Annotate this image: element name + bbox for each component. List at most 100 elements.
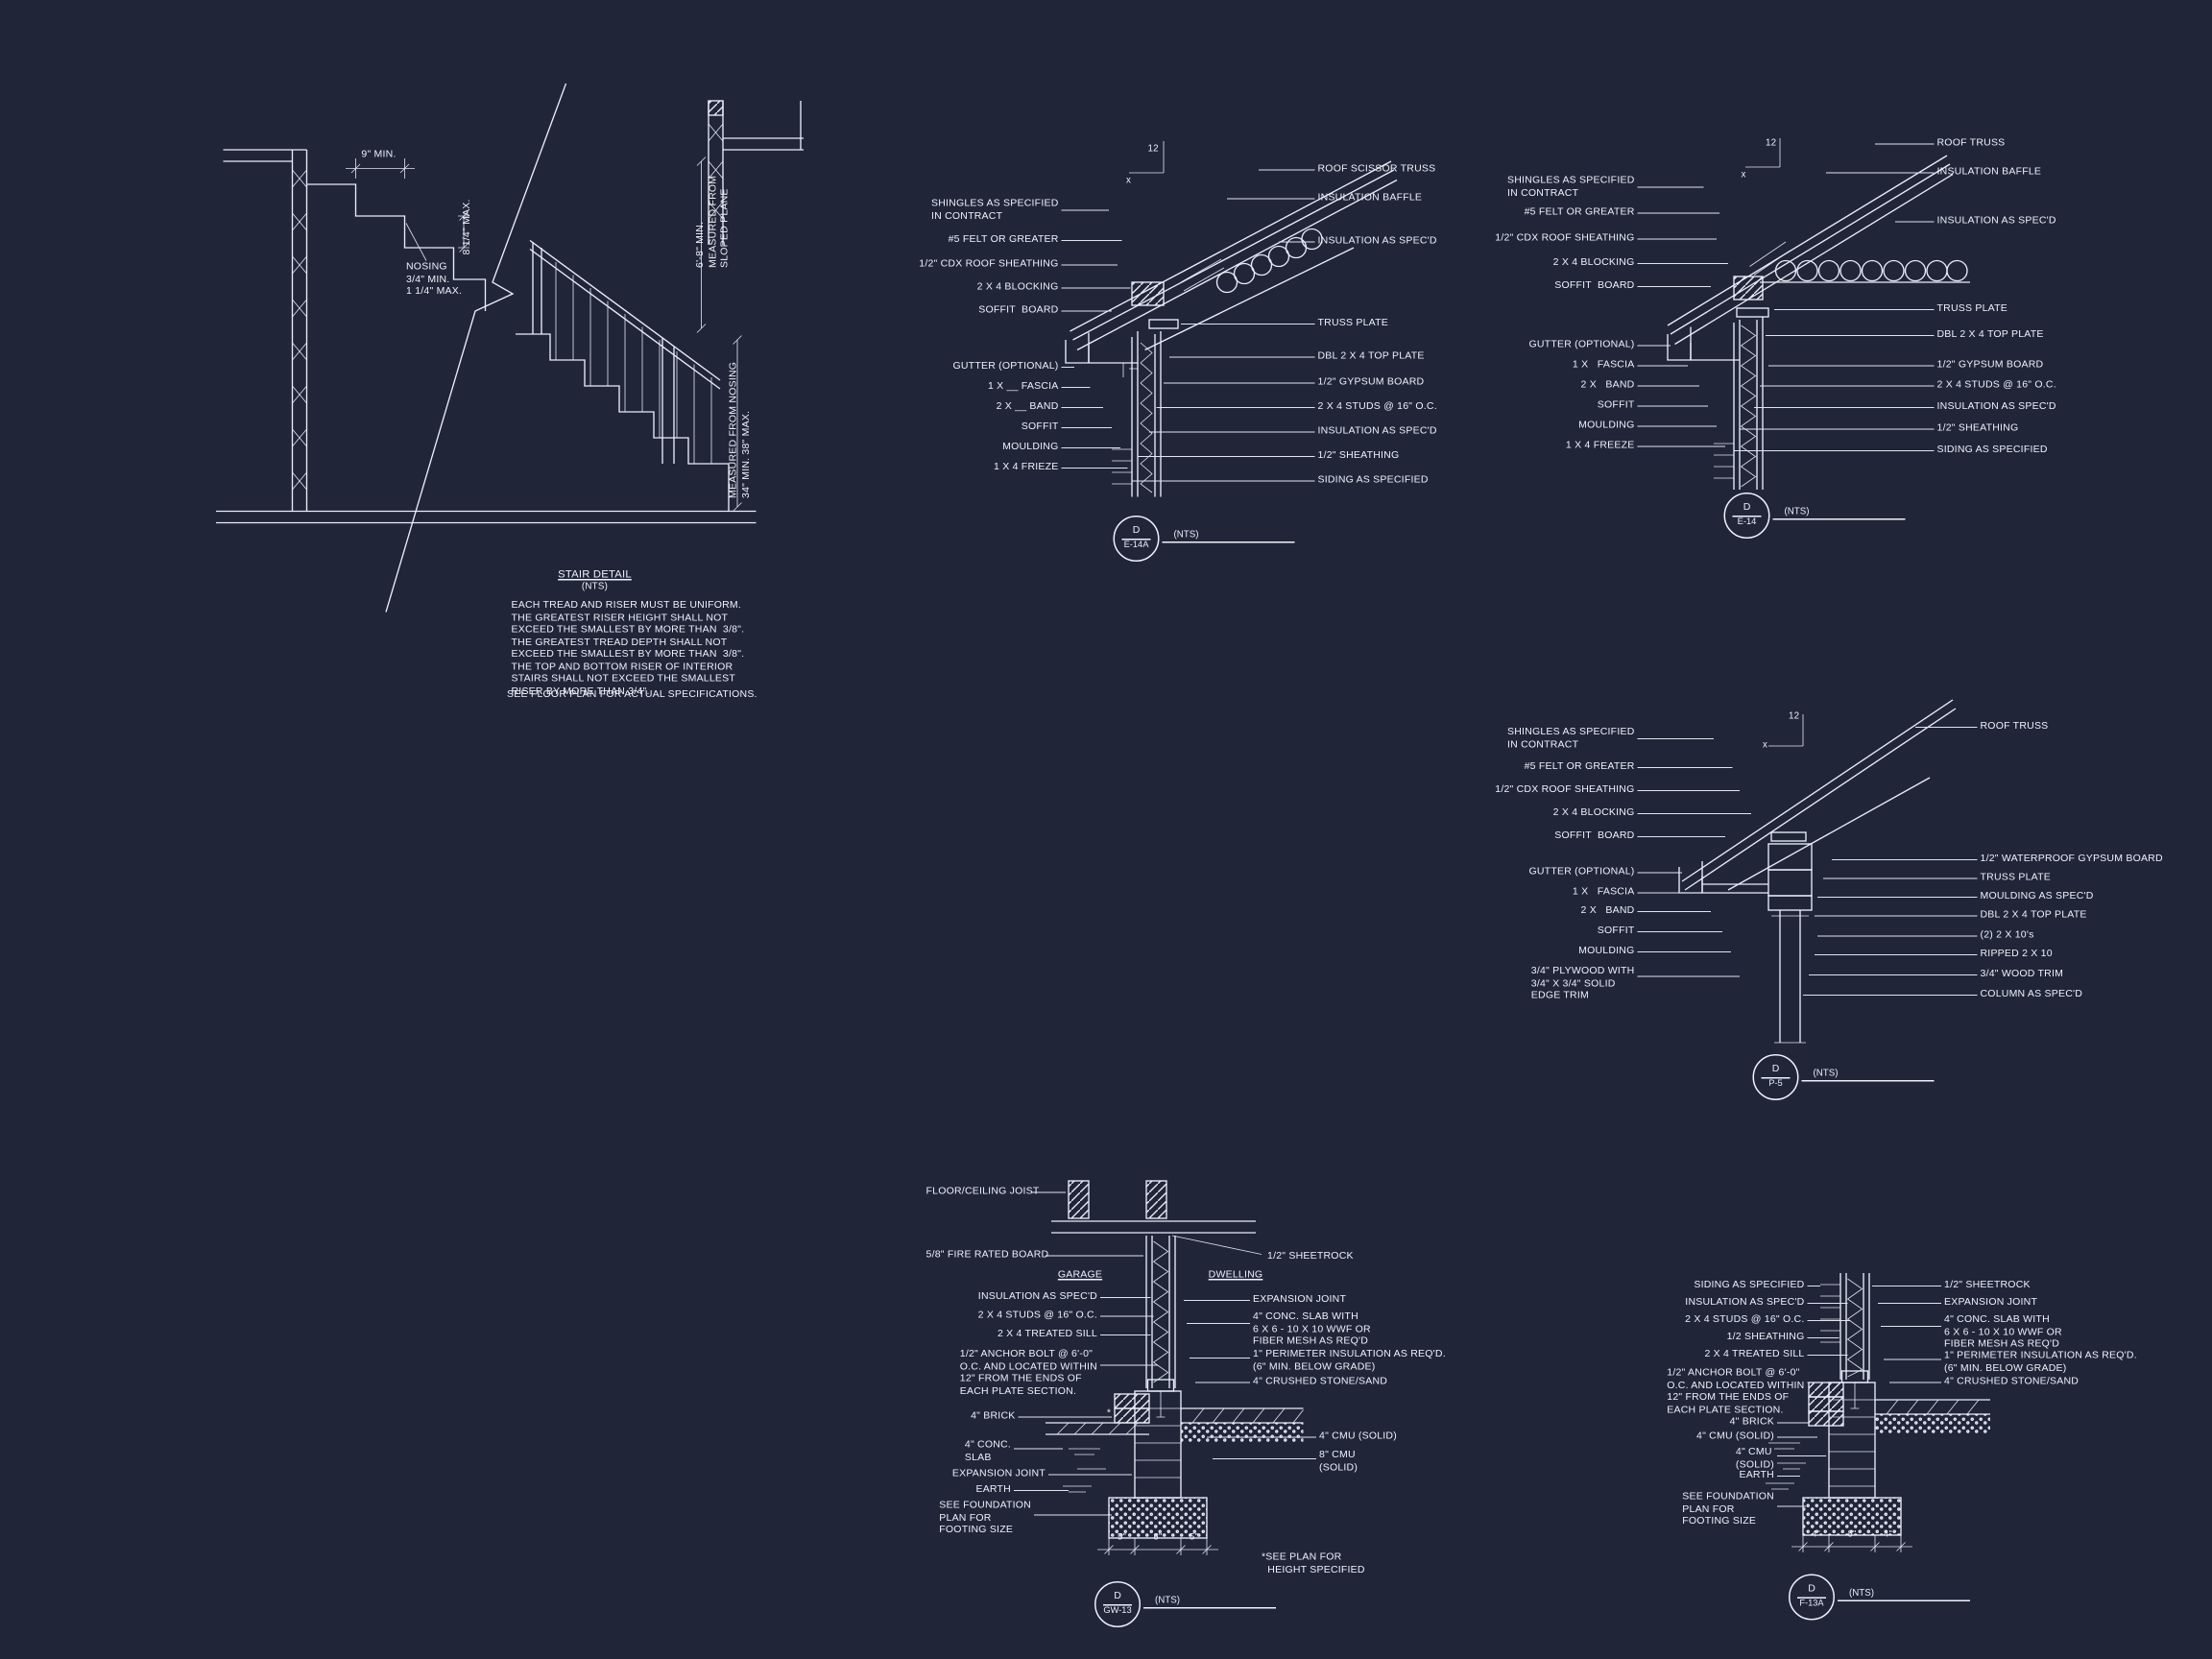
callout-label: INSULATION AS SPEC'D <box>1317 426 1437 437</box>
detail-tag-scale: (NTS) <box>1143 1595 1276 1608</box>
callout-label: (2) 2 X 10's <box>1980 930 2034 941</box>
callout-label: EARTH <box>975 1484 1011 1496</box>
callout-label: SEE FLOOR PLAN FOR ACTUAL SPECIFICATIONS… <box>507 689 757 701</box>
porch-detail-p5-drawing <box>1678 699 1957 1044</box>
callout-label: 1/2" SHEETROCK <box>1944 1280 2031 1291</box>
callout-label: 4" BRICK <box>1729 1417 1774 1428</box>
detail-tag-circle: D E-14A <box>1113 516 1160 562</box>
callout-label: MOULDING <box>1002 442 1059 453</box>
detail-tag-letter: D <box>1103 1592 1132 1606</box>
callout-label: 1 X 4 FREEZE <box>1565 441 1635 451</box>
callout-label: SIDING AS SPECIFIED <box>1936 445 2048 456</box>
detail-tag-gw13: D GW-13 (NTS) <box>1094 1581 1276 1627</box>
callout-label: 1 X FASCIA <box>1572 360 1635 371</box>
detail-tag-code: E-14 <box>1737 517 1757 528</box>
callout-label: 3/4" WOOD TRIM <box>1980 969 2064 980</box>
detail-tag-circle: D P-5 <box>1752 1054 1799 1100</box>
callout-label: 4" CONC. SLAB WITH 6 X 6 - 10 X 10 WWF O… <box>1944 1314 2062 1350</box>
callout-label: 4" CONC. SLAB WITH 6 X 6 - 10 X 10 WWF O… <box>1253 1311 1371 1347</box>
detail-tag-f13a: D F-13A (NTS) <box>1789 1574 1970 1621</box>
callout-label: x <box>1763 740 1768 751</box>
callout-label: 4" CMU (SOLID) <box>1696 1431 1774 1442</box>
detail-tag-code: E-14A <box>1123 541 1149 551</box>
callout-label: SOFFIT <box>1597 400 1635 411</box>
callout-label: (NTS) <box>581 582 609 592</box>
callout-label: 4" <box>1883 1529 1893 1540</box>
callout-label: 1/2" GYPSUM BOARD <box>1317 377 1425 388</box>
callout-label: TRUSS PLATE <box>1317 318 1388 329</box>
callout-label: RIPPED 2 X 10 <box>1980 949 2053 960</box>
callout-label: SOFFIT BOARD <box>978 305 1059 316</box>
detail-tag-code: P-5 <box>1768 1079 1783 1090</box>
detail-tag-code: F-13A <box>1799 1599 1824 1610</box>
callout-label: GUTTER (OPTIONAL) <box>1528 867 1635 878</box>
callout-label: 2 X 4 BLOCKING <box>1552 807 1635 819</box>
callout-label: EXPANSION JOINT <box>951 1469 1046 1479</box>
callout-label: 12 <box>1766 138 1777 149</box>
callout-label: SIDING AS SPECIFIED <box>1317 475 1429 486</box>
callout-label: INSULATION BAFFLE <box>1936 167 2042 178</box>
callout-label: DBL 2 X 4 TOP PLATE <box>1317 351 1425 362</box>
callout-label: MEASURED FROM NOSING 34" MIN. 38" MAX. <box>729 361 752 498</box>
callout-label: 1/2" CDX ROOF SHEATHING <box>1495 233 1635 244</box>
callout-label: 4" CRUSHED STONE/SAND <box>1253 1377 1388 1387</box>
callout-label: 1" PERIMETER INSULATION AS REQ'D. (6" MI… <box>1944 1351 2137 1374</box>
detail-tag-letter: D <box>1733 503 1761 517</box>
callout-label: 4" CRUSHED STONE/SAND <box>1944 1377 2080 1387</box>
callout-label: SIDING AS SPECIFIED <box>1694 1280 1805 1291</box>
callout-label: ROOF TRUSS <box>1980 721 2049 733</box>
callout-label: ROOF TRUSS <box>1936 138 2006 149</box>
detail-tag-circle: D E-14 <box>1723 493 1770 539</box>
callout-label: 1/2" SHEETROCK <box>1267 1251 1354 1262</box>
callout-label: COLUMN AS SPEC'D <box>1980 989 2083 1000</box>
callout-label: 1/2" ANCHOR BOLT @ 6'-0" O.C. AND LOCATE… <box>959 1349 1097 1397</box>
callout-label: SHINGLES AS SPECIFIED IN CONTRACT <box>1506 727 1635 750</box>
callout-label: 2 X 4 BLOCKING <box>1552 257 1635 269</box>
callout-label: 3/4" PLYWOOD WITH 3/4" X 3/4" SOLID EDGE… <box>1530 966 1635 1001</box>
callout-label: SOFFIT <box>1597 926 1635 937</box>
foundation-detail-f13a-drawing <box>1766 1273 1990 1552</box>
callout-label: 5" <box>1117 1532 1127 1543</box>
callout-label: TRUSS PLATE <box>1936 303 2008 315</box>
callout-label: GARAGE <box>1057 1270 1103 1281</box>
detail-tag-scale: (NTS) <box>1772 506 1906 519</box>
callout-label: EARTH <box>1739 1470 1774 1481</box>
callout-label: DBL 2 X 4 TOP PLATE <box>1936 329 2044 341</box>
detail-tag-code: GW-13 <box>1103 1606 1132 1617</box>
callout-label: 2 X 4 TREATED SILL <box>997 1329 1097 1340</box>
callout-label: 12 <box>1147 144 1159 155</box>
callout-label: STAIR DETAIL <box>558 567 632 581</box>
callout-label: 1/2" WATERPROOF GYPSUM BOARD <box>1980 854 2163 865</box>
callout-label: #5 FELT OR GREATER <box>1524 207 1635 218</box>
detail-tag-scale: (NTS) <box>1801 1068 1935 1081</box>
callout-label: 12 <box>1789 711 1800 722</box>
callout-label: 4" CMU (SOLID) <box>1735 1447 1774 1470</box>
eave-detail-e14a-drawing <box>1065 141 1398 497</box>
callout-label: 2 X __ BAND <box>996 401 1059 413</box>
callout-label: 1/2 SHEATHING <box>1726 1332 1805 1343</box>
stair-detail-drawing <box>216 83 804 613</box>
callout-label: MOULDING AS SPEC'D <box>1980 891 2094 902</box>
garage-wall-detail-gw13-drawing <box>1046 1180 1304 1555</box>
callout-label: 2 X BAND <box>1580 905 1635 917</box>
detail-tag-letter: D <box>1762 1065 1790 1079</box>
callout-label: 2 X 4 STUDS @ 16" O.C. <box>1936 380 2056 391</box>
callout-label: TRUSS PLATE <box>1980 873 2051 883</box>
callout-label: GUTTER (OPTIONAL) <box>1528 340 1635 350</box>
callout-label: INSULATION AS SPEC'D <box>1936 216 2056 227</box>
callout-label: 6'-8" MIN. MEASURED FROM SLOPED PLANE <box>695 175 731 268</box>
detail-tag-scale: (NTS) <box>1162 529 1295 542</box>
callout-label: 2 X 4 STUDS @ 16" O.C. <box>977 1310 1097 1321</box>
callout-label: INSULATION AS SPEC'D <box>977 1291 1097 1303</box>
callout-label: NOSING 3/4" MIN. 1 1/4" MAX. <box>406 262 463 298</box>
callout-label: x <box>1741 170 1746 180</box>
callout-label: 2 X 4 STUDS @ 16" O.C. <box>1685 1314 1805 1326</box>
callout-label: SOFFIT BOARD <box>1554 280 1635 292</box>
callout-label: *SEE PLAN FOR HEIGHT SPECIFIED <box>1262 1552 1365 1575</box>
callout-label: 1 X 4 FRIEZE <box>994 462 1059 473</box>
callout-label: FLOOR/CEILING JOIST <box>926 1187 1040 1197</box>
callout-label: SOFFIT <box>1021 421 1059 433</box>
callout-label: 2 X 4 STUDS @ 16" O.C. <box>1317 401 1437 413</box>
callout-label: INSULATION AS SPEC'D <box>1685 1297 1805 1309</box>
